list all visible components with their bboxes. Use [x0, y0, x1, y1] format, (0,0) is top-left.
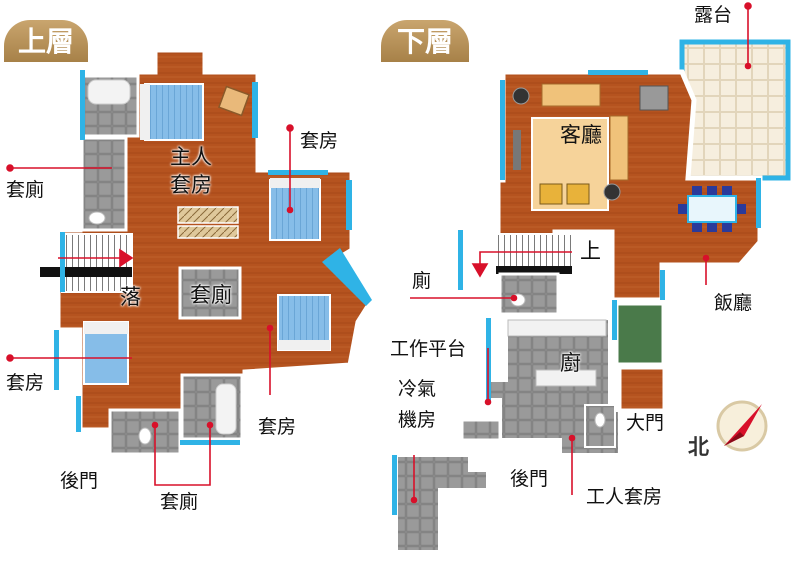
lower-armchair-2	[566, 183, 590, 205]
label-upper-bath-s: 套廁	[160, 491, 199, 513]
lower-stairs	[495, 233, 573, 269]
lower-floor-tab: 下層	[381, 20, 469, 62]
label-kitchen: 廚	[560, 351, 581, 375]
label-stairs-down: 落	[120, 285, 141, 309]
lower-toilet-room	[498, 272, 560, 316]
lower-dining-chairs	[678, 186, 746, 232]
lower-tv-cabinet	[513, 130, 521, 170]
label-north: 北	[688, 435, 709, 459]
upper-windows	[54, 70, 372, 445]
upper-floor-tab: 上層	[4, 20, 88, 62]
label-ac-room-2: 機房	[398, 409, 437, 431]
label-terrace: 露台	[694, 4, 733, 26]
label-toilet: 廁	[412, 270, 432, 292]
upper-bathtub-nw	[87, 79, 131, 105]
lower-terrace	[679, 39, 791, 181]
upper-bathtub-s	[215, 383, 237, 435]
label-upper-suite-e: 套房	[258, 416, 297, 438]
compass	[716, 400, 768, 452]
upper-master-bed	[144, 83, 204, 141]
label-master-suite-2: 套房	[170, 173, 212, 197]
lower-kitchen-island	[535, 369, 597, 387]
label-master-suite-1: 主人	[170, 145, 212, 169]
label-upper-back-door: 後門	[60, 470, 99, 492]
label-ac-room-1: 冷氣	[398, 378, 437, 400]
upper-floor-outline	[55, 47, 376, 458]
lower-lamp-2	[603, 183, 621, 201]
lower-floor-plan	[392, 2, 791, 554]
upper-wardrobe-2	[177, 225, 239, 239]
label-stairs-up: 上	[580, 239, 601, 263]
compass-arrow-icon	[724, 404, 762, 446]
lower-chair	[639, 85, 669, 111]
upper-armchair	[218, 85, 250, 117]
lower-armchair-1	[539, 183, 563, 205]
upper-wardrobe-1	[177, 206, 239, 224]
upper-ne-bed	[269, 179, 321, 241]
upper-pointers	[6, 124, 294, 486]
lower-entrance	[618, 366, 666, 412]
lower-dining-table	[687, 195, 737, 223]
label-upper-bath-center: 套廁	[190, 283, 232, 307]
upper-bath-center	[178, 266, 242, 320]
label-upper-bath-w: 套廁	[6, 179, 45, 201]
lower-kitchen-counter	[507, 319, 607, 337]
label-dining-room: 飯廳	[714, 292, 753, 314]
lower-sofa-side	[609, 115, 629, 181]
label-maid-room: 工人套房	[586, 486, 663, 508]
lower-pointers	[410, 2, 752, 504]
label-upper-suite-ne: 套房	[300, 130, 339, 152]
label-work-platform: 工作平台	[390, 338, 467, 360]
lower-ac-room	[394, 453, 490, 554]
lower-store	[615, 302, 665, 366]
label-main-door: 大門	[626, 412, 665, 434]
lower-sofa-back	[541, 83, 601, 107]
label-living-room: 客廳	[560, 123, 602, 147]
upper-floor-plan	[6, 47, 376, 486]
label-upper-suite-w: 套房	[6, 372, 45, 394]
label-lower-back-door: 後門	[510, 468, 549, 490]
lower-lamp-1	[512, 87, 530, 105]
